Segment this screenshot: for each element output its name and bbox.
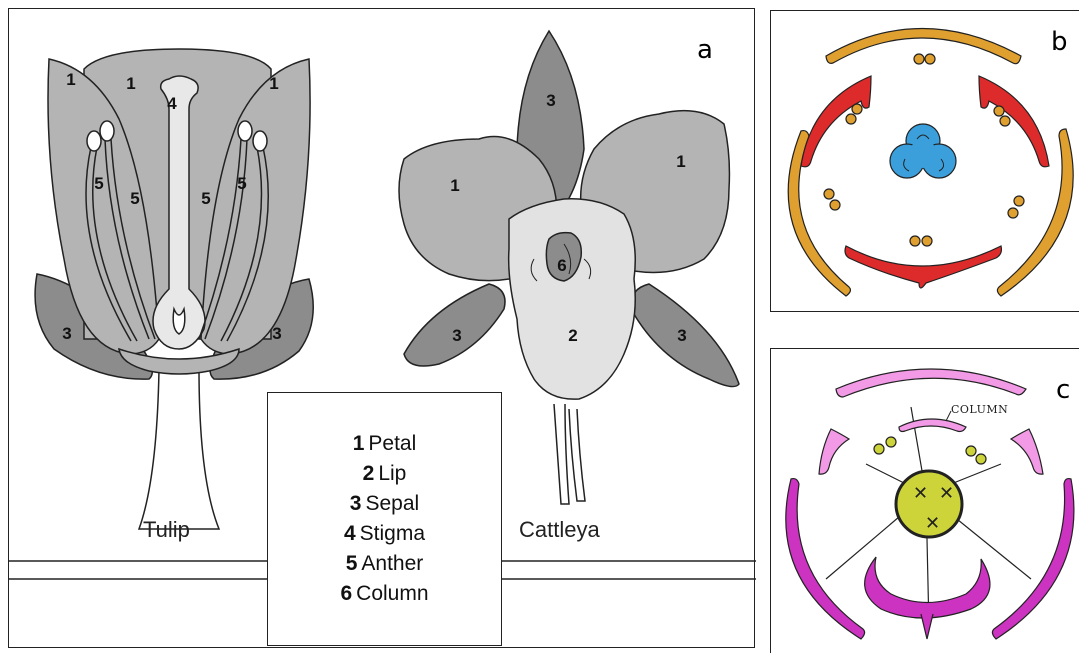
tulip-label-stigma: 4: [167, 94, 177, 113]
legend-number: 2: [363, 462, 375, 485]
cattleya-label-lip: 2: [568, 326, 577, 345]
tulip-anther: [253, 131, 267, 151]
stamen: [914, 54, 924, 64]
tulip-anther: [100, 121, 114, 141]
stamen: [830, 200, 840, 210]
legend-label: Petal: [368, 432, 416, 455]
legend-number: 3: [350, 492, 362, 515]
tulip-label-anther: 5: [94, 174, 103, 193]
panel-b-floral-diagram: b: [770, 10, 1079, 312]
legend-number: 4: [344, 522, 356, 545]
legend-number: 6: [340, 582, 352, 605]
stamen: [925, 54, 935, 64]
legend-number: 5: [346, 552, 358, 575]
outer-whorl-sepal: [788, 131, 850, 296]
ovary: [890, 124, 956, 178]
stamen: [824, 189, 834, 199]
column-label: COLUMN: [951, 403, 1008, 416]
tulip-label-anther: 5: [201, 189, 210, 208]
inner-whorl-petal: [1011, 429, 1043, 474]
stamen: [852, 104, 862, 114]
caption-cattleya: Cattleya: [519, 517, 600, 543]
floral-diagram-b: [771, 11, 1079, 313]
legend-label: Anther: [361, 552, 423, 575]
tulip-anther: [238, 121, 252, 141]
column: [899, 419, 966, 432]
tulip-label-sepal: 3: [62, 324, 71, 343]
floral-diagram-c: ✕ ✕ ✕: [771, 349, 1079, 654]
stamen: [994, 106, 1004, 116]
outer-whorl-sepal: [836, 369, 1026, 397]
cattleya-lip: [509, 199, 636, 399]
legend-label: Sepal: [365, 492, 419, 515]
stamen: [966, 446, 976, 456]
stamen: [1014, 196, 1024, 206]
cattleya-label-petal: 1: [450, 176, 459, 195]
tulip-label-petal: 1: [269, 74, 278, 93]
stamen: [874, 444, 884, 454]
outer-whorl-sepal: [992, 479, 1074, 639]
cattleya-label-sepal: 3: [677, 326, 686, 345]
outer-whorl-sepal: [786, 479, 865, 639]
stamen: [1000, 116, 1010, 126]
stamen: [910, 236, 920, 246]
inner-whorl-petal: [801, 76, 871, 167]
svg-text:✕: ✕: [939, 483, 954, 504]
tulip-label-petal: 1: [126, 74, 135, 93]
stamen: [886, 437, 896, 447]
inner-whorl-petal: [819, 429, 849, 474]
tulip-label-sepal: 3: [272, 324, 281, 343]
tulip-anther: [87, 131, 101, 151]
caption-tulip: Tulip: [143, 517, 190, 543]
cattleya-label-column: 6: [557, 256, 566, 275]
svg-text:✕: ✕: [913, 483, 928, 504]
stamen: [922, 236, 932, 246]
panel-letter-b: b: [1051, 29, 1068, 55]
tulip-label-anther: 5: [237, 174, 246, 193]
svg-text:✕: ✕: [925, 513, 940, 534]
legend-number: 1: [353, 432, 365, 455]
tulip-label-petal: 1: [66, 70, 75, 89]
panel-c-floral-diagram: ✕ ✕ ✕ COLUMN c: [770, 348, 1079, 653]
cattleya-label-sepal: 3: [546, 91, 555, 110]
legend-label: Lip: [378, 462, 406, 485]
panel-a-tulip-cattleya: 1 1 1 4 5 5 5 5 3 3: [8, 8, 755, 648]
panel-letter-c: c: [1056, 377, 1070, 403]
legend-label: Column: [356, 582, 428, 605]
tulip-label-anther: 5: [130, 189, 139, 208]
inner-whorl-petal: [845, 246, 1001, 288]
stamen: [976, 454, 986, 464]
legend-label: Stigma: [360, 522, 425, 545]
stamen: [1008, 208, 1018, 218]
stamen: [846, 114, 856, 124]
inner-whorl-petal: [979, 76, 1049, 167]
cattleya-label-petal: 1: [676, 152, 685, 171]
panel-letter-a: a: [697, 37, 713, 63]
cattleya-label-sepal: 3: [452, 326, 461, 345]
